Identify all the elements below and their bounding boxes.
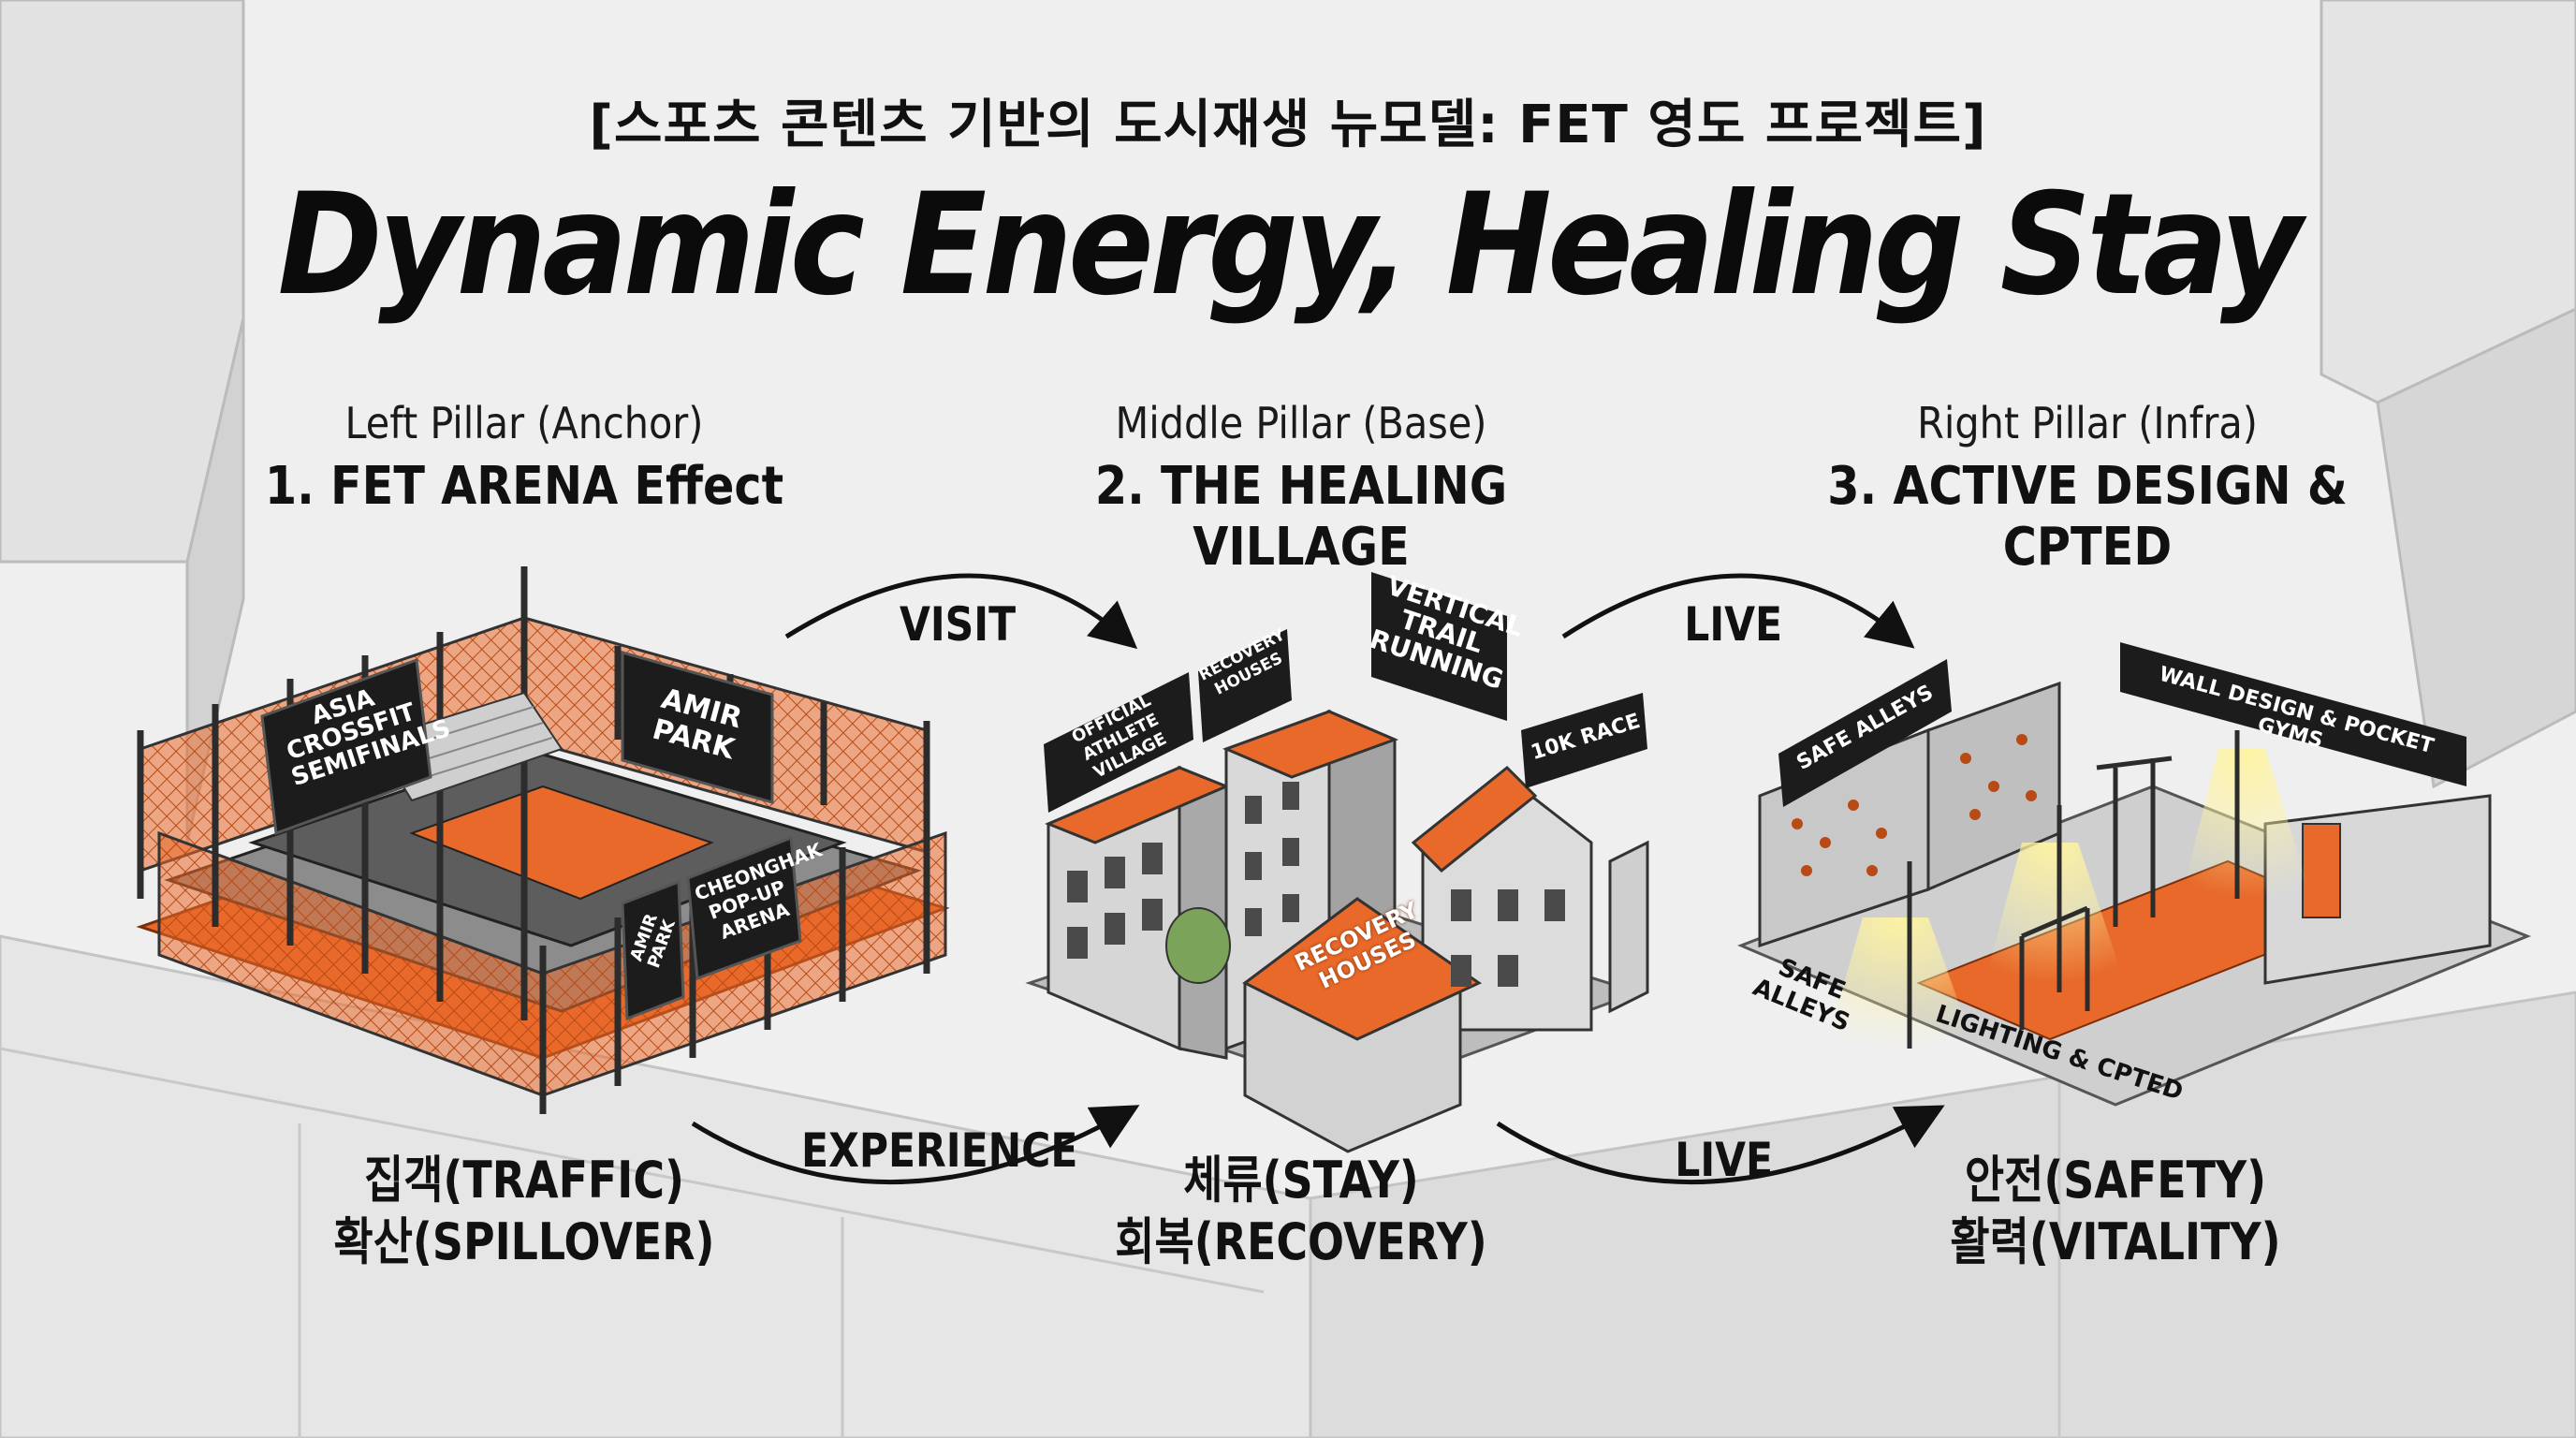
effect-left-line2: 확산(SPILLOVER)	[301, 1211, 747, 1273]
effect-middle: 체류(STAY) 회복(RECOVERY)	[1078, 1150, 1524, 1273]
effect-right-line1: 안전(SAFETY)	[1893, 1150, 2338, 1211]
effect-middle-line1: 체류(STAY)	[1078, 1150, 1524, 1211]
page-subtitle: [스포츠 콘텐츠 기반의 도시재생 뉴모델: FET 영도 프로젝트]	[0, 82, 2576, 158]
effect-right-line2: 활력(VITALITY)	[1893, 1211, 2338, 1273]
effect-left-line1: 집객(TRAFFIC)	[301, 1150, 747, 1211]
flow-label-live-top: LIVE	[1684, 597, 1782, 652]
pillar-middle-name: 2. THE HEALING VILLAGE	[996, 456, 1605, 578]
pillar-left-label: Left Pillar (Anchor)	[281, 398, 768, 448]
pillar-right-name: 3. ACTIVE DESIGN & CPTED	[1782, 456, 2392, 578]
effect-middle-line2: 회복(RECOVERY)	[1078, 1211, 1524, 1273]
pillar-left-name: 1. FET ARENA Effect	[253, 456, 797, 517]
flow-label-live-bottom: LIVE	[1675, 1133, 1773, 1187]
page-title: Dynamic Energy, Healing Stay	[129, 164, 2448, 327]
effect-right: 안전(SAFETY) 활력(VITALITY)	[1893, 1150, 2338, 1273]
pillar-right-label: Right Pillar (Infra)	[1844, 398, 2331, 448]
flow-label-experience: EXPERIENCE	[801, 1123, 1077, 1178]
effect-left: 집객(TRAFFIC) 확산(SPILLOVER)	[301, 1150, 747, 1273]
pillar-middle-label: Middle Pillar (Base)	[1058, 398, 1544, 448]
flow-label-visit: VISIT	[900, 597, 1016, 652]
